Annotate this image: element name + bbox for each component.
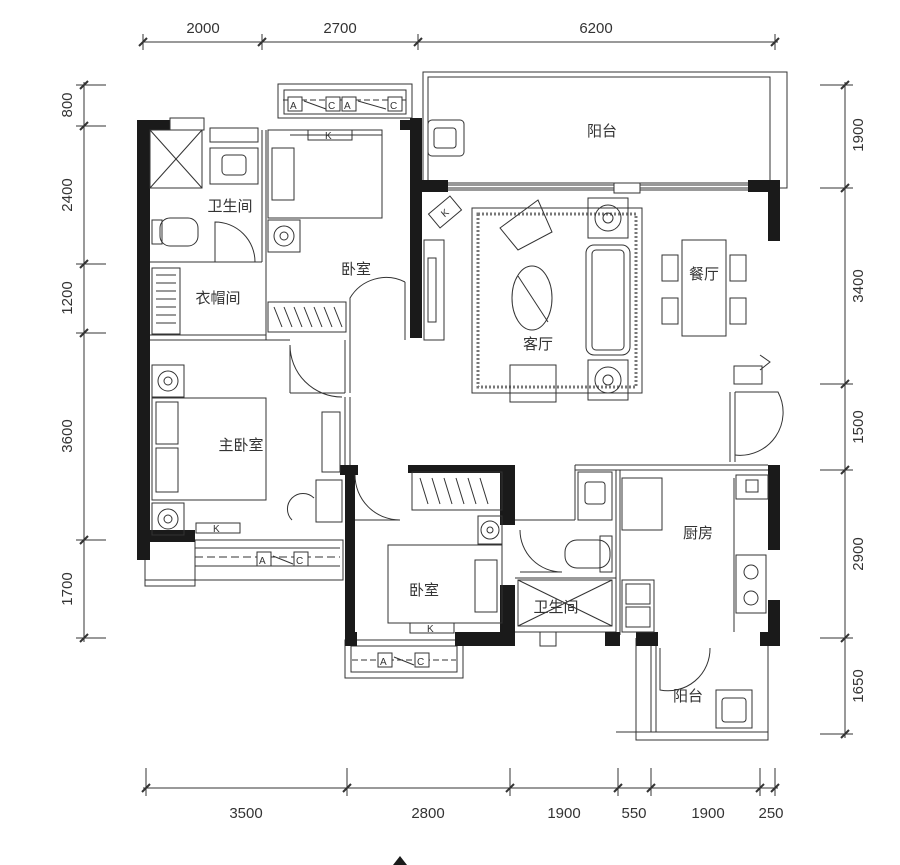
label-bathroom-1: 卫生间 — [207, 197, 252, 215]
marker-a-1: A — [290, 101, 297, 112]
label-living-room: 客厅 — [523, 335, 553, 353]
dim-bottom-4: 550 — [621, 805, 646, 822]
nightstand-master-2 — [151, 502, 185, 536]
dining-table — [681, 239, 727, 337]
marker-a-3: A — [259, 556, 266, 567]
ac-label-3: K — [427, 624, 434, 635]
door-bedroom-1 — [349, 277, 406, 340]
marker-c-2: C — [390, 101, 397, 112]
marker-c-4: C — [417, 657, 424, 668]
dim-left-1: 800 — [59, 92, 76, 117]
door-master — [289, 344, 343, 398]
marker-a-4: A — [380, 657, 387, 668]
dim-right-3: 1500 — [850, 410, 867, 443]
thin-walls — [144, 71, 788, 741]
door-bedroom-2 — [354, 474, 401, 521]
dim-left-5: 1700 — [59, 572, 76, 605]
label-bedroom-1: 卧室 — [341, 260, 371, 278]
sofa — [585, 244, 631, 356]
dim-left-3: 1200 — [59, 281, 76, 314]
dim-bottom-6: 250 — [758, 805, 783, 822]
window-markers: A C A C A C A C — [256, 96, 430, 668]
door-bathroom-2 — [519, 529, 563, 573]
sink — [621, 579, 655, 633]
wardrobe-closet — [151, 267, 181, 335]
nightstand-2 — [477, 515, 503, 545]
wardrobe-2 — [411, 471, 503, 511]
toilet-2 — [564, 539, 611, 569]
shower-2 — [517, 579, 613, 627]
dim-right-2: 3400 — [850, 269, 867, 302]
dim-right-4: 2900 — [850, 537, 867, 570]
dim-bottom-3: 1900 — [547, 805, 580, 822]
doors — [214, 221, 784, 692]
water-heater — [735, 474, 769, 500]
label-balcony-south: 阳台 — [673, 687, 703, 705]
dim-right-5: 1650 — [850, 669, 867, 702]
dimension-lines — [76, 34, 853, 796]
dim-bottom-1: 3500 — [229, 805, 262, 822]
dim-left-4: 3600 — [59, 419, 76, 452]
side-table-1 — [587, 197, 629, 239]
door-balcony-south — [659, 647, 711, 692]
ac-label-2: K — [213, 524, 220, 535]
marker-c-3: C — [296, 556, 303, 567]
door-entrance — [734, 391, 784, 456]
dim-right-1: 1900 — [850, 118, 867, 151]
dim-left-2: 2400 — [59, 178, 76, 211]
armchair-2 — [509, 364, 557, 403]
label-bedroom-2: 卧室 — [409, 581, 439, 599]
coffee-table — [511, 265, 553, 331]
dim-top-1: 2000 — [186, 20, 219, 37]
washbasin-1 — [209, 147, 259, 185]
washing-machine — [427, 119, 465, 157]
ac-label-1: K — [325, 131, 332, 142]
side-table-2 — [587, 359, 629, 401]
stove — [735, 554, 767, 614]
room-labels: 阳台 卫生间 卧室 衣帽间 客厅 餐厅 主卧室 卧室 卫生间 厨房 阳台 — [195, 122, 719, 705]
label-closet: 衣帽间 — [195, 289, 240, 307]
bed-2 — [387, 544, 503, 624]
toilet-1 — [159, 217, 199, 247]
washer-south — [715, 689, 753, 729]
ac-unit-living: K — [427, 195, 463, 229]
marker-c-1: C — [328, 101, 335, 112]
label-master-bedroom: 主卧室 — [218, 436, 263, 454]
dimension-labels: 2000 2700 6200 3500 2800 1900 550 1900 2… — [59, 20, 867, 822]
tv-master — [321, 411, 341, 473]
tv-cabinet — [423, 239, 445, 341]
desk-master — [315, 479, 343, 523]
nightstand-1 — [267, 219, 301, 253]
fridge — [621, 477, 663, 531]
label-kitchen: 厨房 — [683, 524, 713, 542]
washbasin-2 — [577, 471, 613, 521]
dim-top-3: 6200 — [579, 20, 612, 37]
dim-bottom-5: 1900 — [691, 805, 724, 822]
door-bathroom-1 — [214, 221, 256, 263]
dim-top-2: 2700 — [323, 20, 356, 37]
walls — [137, 118, 780, 646]
label-dining-room: 餐厅 — [689, 265, 719, 283]
wardrobe-1 — [267, 301, 347, 333]
bed-master — [151, 397, 267, 501]
shoe-cabinet — [733, 365, 763, 385]
north-arrow-icon — [393, 856, 407, 865]
dim-bottom-2: 2800 — [411, 805, 444, 822]
label-bathroom-2: 卫生间 — [533, 598, 578, 616]
nightstand-master-1 — [151, 364, 185, 398]
rug — [471, 207, 643, 394]
marker-a-2: A — [344, 101, 351, 112]
furniture — [149, 117, 771, 729]
ac-unit-master — [195, 522, 241, 534]
armchair-1 — [499, 199, 553, 251]
bed-1 — [267, 129, 383, 219]
label-balcony-north: 阳台 — [587, 122, 617, 140]
